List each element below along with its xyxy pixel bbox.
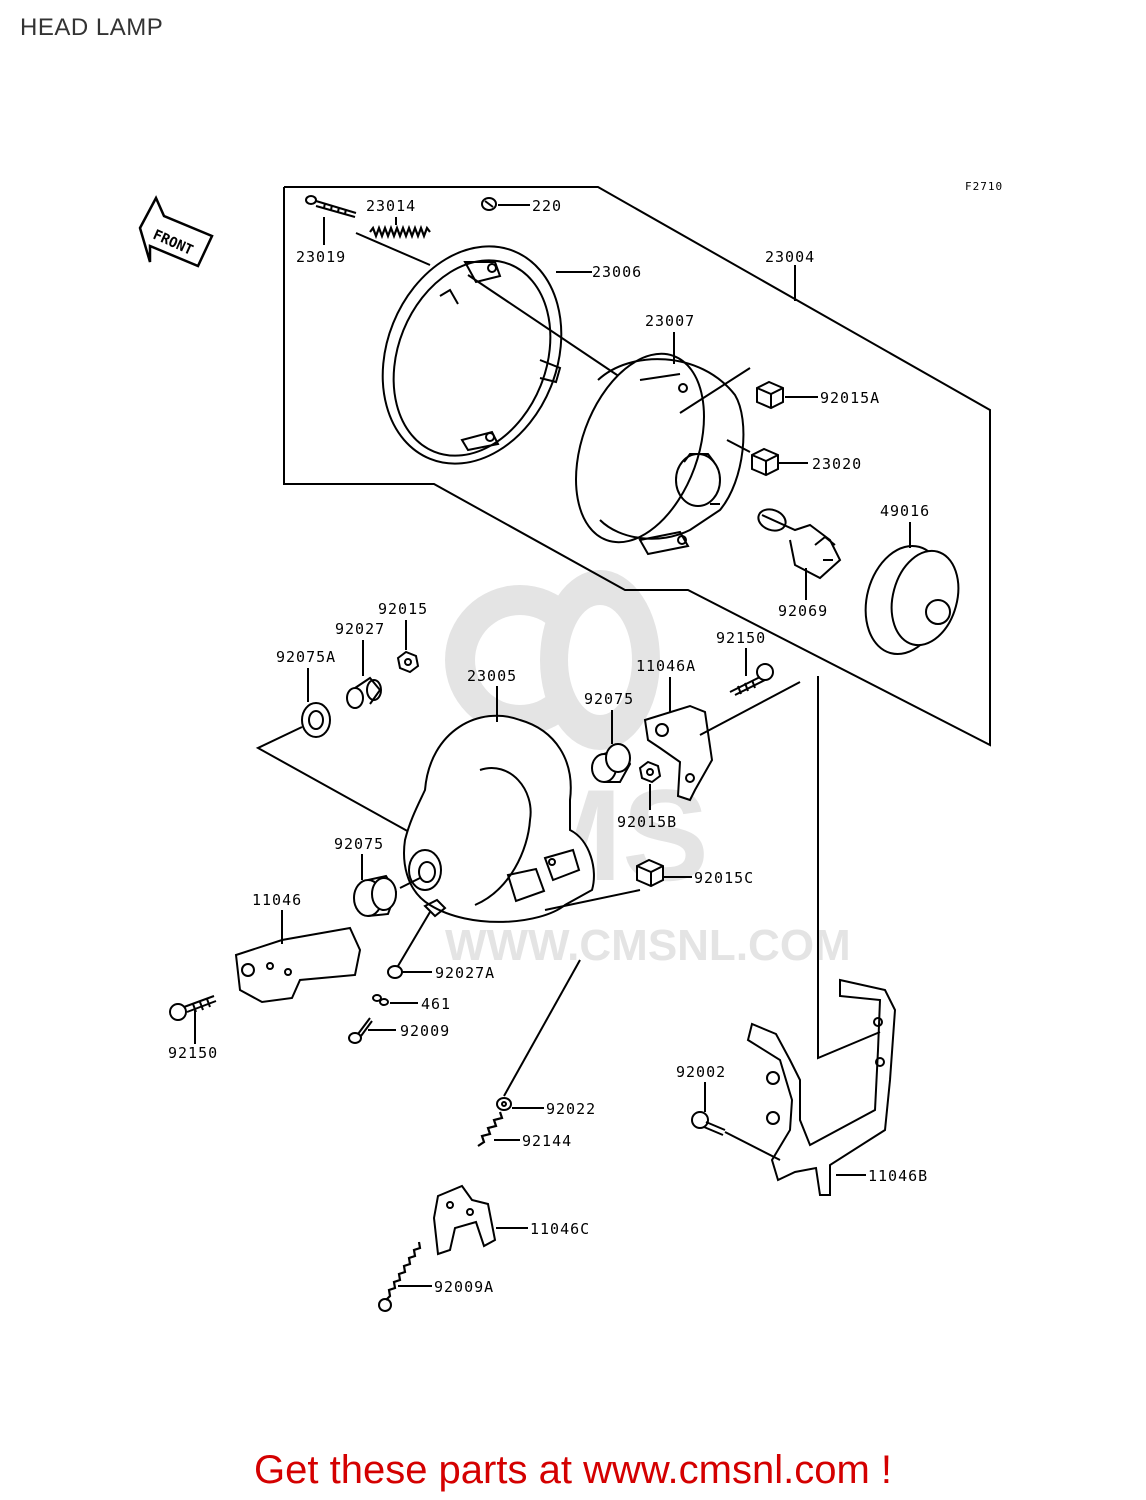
part-label: 23019 [296,248,346,266]
alignment-line-92002 [724,1131,781,1161]
part-label: 92015 [378,600,428,618]
headlight-unit-outline [283,186,991,747]
footer-link[interactable]: Get these parts at www.cmsnl.com ! [254,1448,892,1492]
part-label: 92015A [820,389,880,407]
part-92009 [348,1017,373,1044]
part-23020 [751,447,779,477]
part-11046B [746,978,897,1196]
alignment-line-92015C [544,889,641,911]
part-49016-cap [864,544,960,656]
part-92075A [301,702,331,738]
page-title: HEAD LAMP [20,14,164,41]
part-92015 [396,650,420,674]
part-label: 11046C [530,1220,590,1238]
leader-92015A-frame [679,367,751,414]
part-label: 92075A [276,648,336,666]
part-92027A [387,965,403,979]
part-23005-housing [403,714,595,923]
part-92022 [496,1097,512,1111]
part-461 [372,994,389,1006]
part-92075-right [591,743,632,783]
part-92027 [346,676,382,709]
part-11046 [234,926,362,1004]
part-23006-rim [381,245,563,465]
part-label: 23014 [366,197,416,215]
part-label: 23004 [765,248,815,266]
part-label: 92027 [335,620,385,638]
part-label: 11046A [636,657,696,675]
leader-23020 [726,439,751,453]
part-label: 92015B [617,813,677,831]
part-23007-reflector [575,352,745,556]
part-92075-left [353,874,398,917]
part-92002 [691,1111,726,1136]
part-220 [481,197,497,211]
alignment-line-92022 [503,959,581,1097]
part-23019 [305,195,357,218]
part-label: 23020 [812,455,862,473]
alignment-line-screw [355,232,431,266]
part-label: 11046B [868,1167,928,1185]
part-92015C [636,858,664,888]
part-label: 92075 [334,835,384,853]
figure-code: F2710 [965,180,1003,193]
part-label: 92009 [400,1022,450,1040]
part-92150-top [729,663,774,696]
alignment-line-rim [467,274,621,378]
part-label: 23006 [592,263,642,281]
part-label: 92069 [778,602,828,620]
part-label: 23005 [467,667,517,685]
part-label: 92144 [522,1132,572,1150]
part-92015A [756,380,784,410]
part-label: 92022 [546,1100,596,1118]
part-label: 220 [532,197,562,215]
part-11046A [643,704,714,802]
part-label: 49016 [880,502,930,520]
part-11046C [432,1184,497,1256]
part-label: 461 [421,995,451,1013]
part-label: 92002 [676,1063,726,1081]
part-label: 23007 [645,312,695,330]
bracket-frame-line [699,681,801,736]
part-label: 92015C [694,869,754,887]
part-92009A [378,1241,422,1312]
part-92144 [477,1111,504,1147]
part-label: 92027A [435,964,495,982]
alignment-line-92027A [397,911,431,967]
watermark-url-text: WWW.CMSNL.COM [445,921,851,970]
alignment-line-grommet [399,877,421,889]
bracket-frame-line-lower [817,676,881,1060]
part-92150-left [169,995,217,1021]
part-label: 92150 [168,1044,218,1062]
housing-frame-line [255,726,421,839]
part-label: 11046 [252,891,302,909]
part-label: 92150 [716,629,766,647]
part-label: 92075 [584,690,634,708]
part-92069-bulb [757,508,842,580]
part-92015B [638,760,662,784]
front-arrow-icon [138,195,214,268]
part-23014 [369,224,431,240]
part-label: 92009A [434,1278,494,1296]
